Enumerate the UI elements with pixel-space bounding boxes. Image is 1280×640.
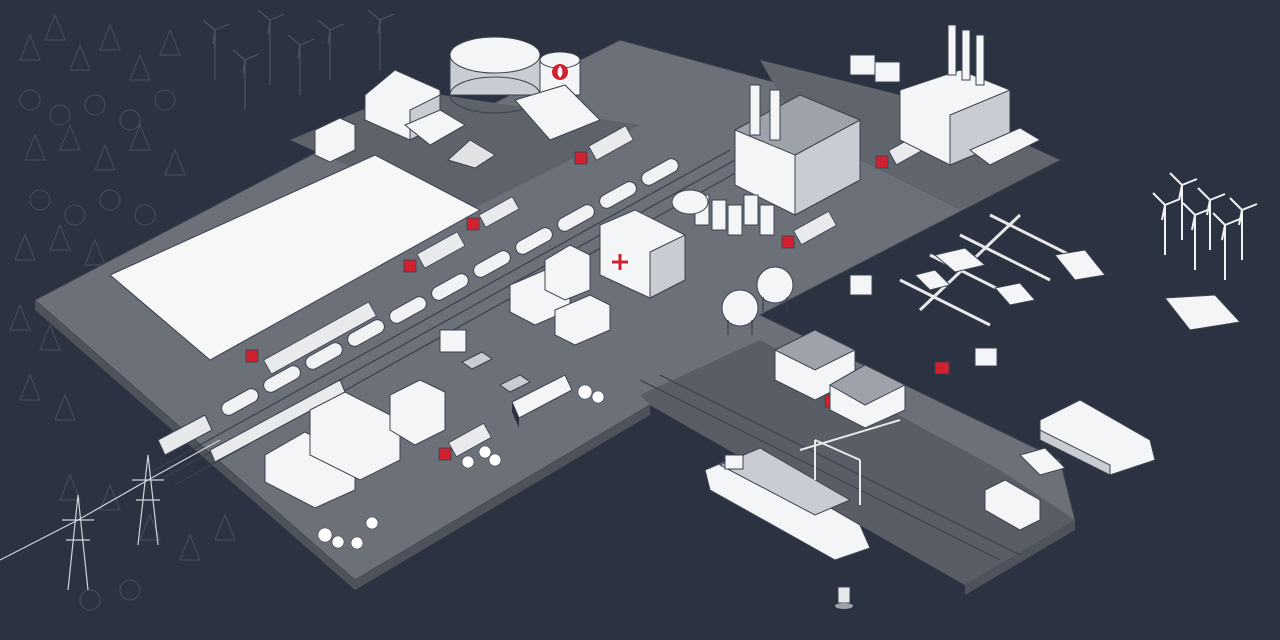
storage-dome <box>449 36 541 114</box>
small-huts <box>849 54 901 83</box>
factory-icon <box>733 84 862 216</box>
freight-train-icon <box>157 158 679 456</box>
sand-pile <box>447 139 496 169</box>
farm-buildings <box>314 69 466 163</box>
open-field <box>109 154 482 361</box>
warehouses <box>773 329 907 429</box>
forest-outline <box>9 13 236 611</box>
wind-turbine-icon <box>202 9 395 110</box>
container <box>849 274 873 296</box>
car <box>499 374 531 393</box>
hospital-icon <box>599 209 686 299</box>
tug-boat <box>1019 447 1066 476</box>
car <box>461 351 493 370</box>
container <box>974 347 998 367</box>
wind-turbine-icon <box>1152 172 1258 280</box>
storage-tanks <box>671 189 775 236</box>
buoy-icon <box>835 586 853 609</box>
container-ship-icon <box>704 447 871 561</box>
container <box>439 329 467 353</box>
supply-vessel <box>1164 294 1242 331</box>
yachts <box>914 247 1106 306</box>
warehouse-hall <box>514 84 601 141</box>
cruise-ship-icon <box>1039 399 1156 476</box>
power-plant <box>899 24 1042 166</box>
bus-icon <box>511 374 573 428</box>
gas-sphere-icon <box>721 266 794 335</box>
station-buildings <box>509 244 611 346</box>
power-pylon-icon <box>0 439 221 591</box>
white-trees <box>317 384 605 550</box>
hospital-cross-icon <box>612 254 628 270</box>
train-station-building <box>264 379 446 509</box>
marina-icon <box>899 213 1081 327</box>
tank-truck-icon <box>245 125 950 461</box>
harbor-crane-icon <box>799 419 901 505</box>
containers-stack <box>984 479 1041 531</box>
